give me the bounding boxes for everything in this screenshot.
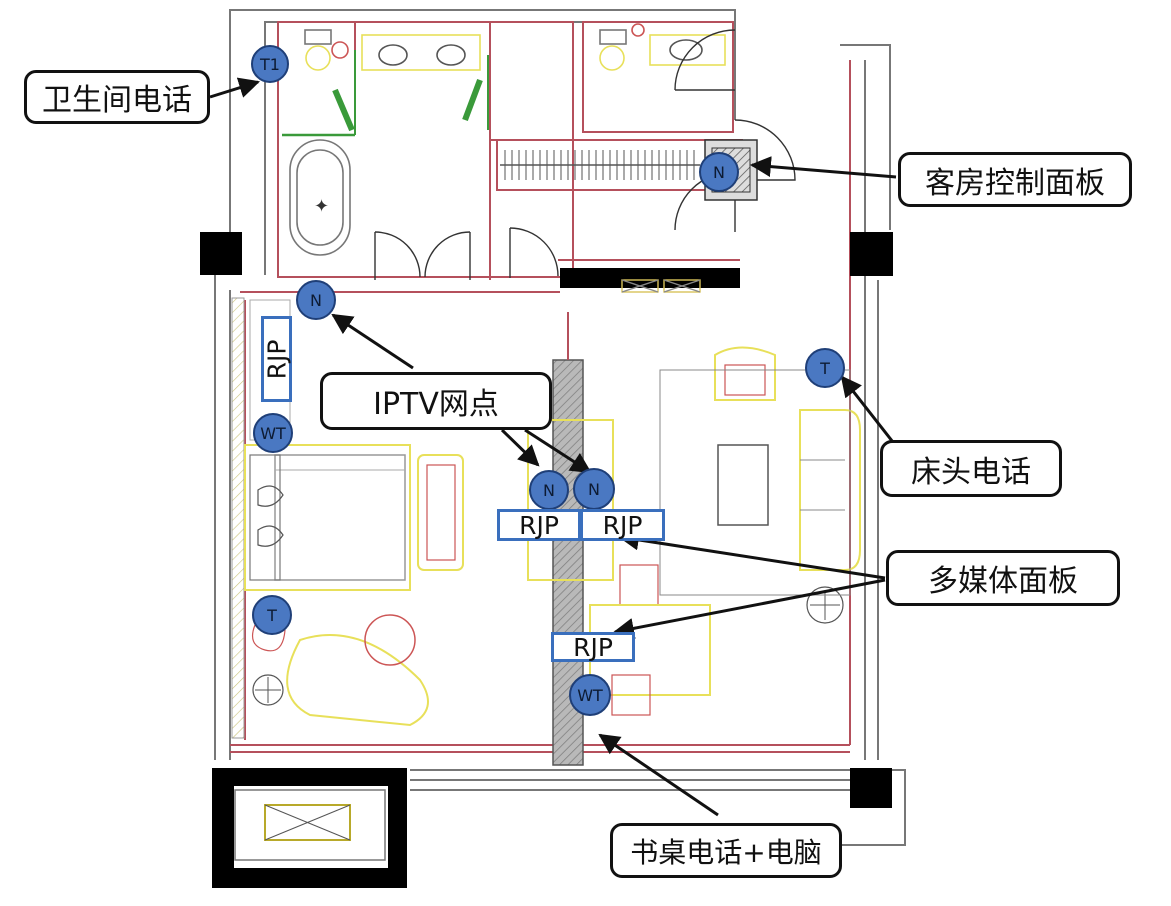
rjp-panel-left-wall: RJP [261,316,292,402]
callout-multimedia-panel: 多媒体面板 [886,550,1120,606]
left-wall-strip [231,297,245,739]
balcony-fixture [234,789,386,861]
rjp-panel-center-left: RJP [497,509,581,541]
marker-bathroom-phone-t1: T1 [251,45,289,83]
rjp-panel-center-right: RJP [580,509,665,541]
marker-iptv-n-center-right: N [573,468,615,510]
wardrobe-rail [500,150,700,180]
callout-bedside-phone: 床头电话 [880,440,1062,497]
callout-iptv-point: IPTV网点 [320,372,552,430]
svg-text:✦: ✦ [314,196,329,217]
rjp-label: RJP [262,339,292,379]
bathroom-fixtures: ✦ [282,23,726,256]
marker-bedside-phone-t-right: T [805,348,845,388]
marker-desk-wt: WT [569,674,611,716]
callout-room-control-panel: 客房控制面板 [898,152,1132,207]
callout-bathroom-phone: 卫生间电话 [24,70,210,124]
marker-iptv-n-center-left: N [529,470,569,510]
marker-iptv-n-left-wall: N [296,280,336,320]
bedroom-furniture [244,299,464,727]
doors [374,29,796,293]
inner-walls [230,21,851,753]
structural-columns [200,232,893,888]
marker-room-control-n: N [699,152,739,192]
marker-bedside-phone-t-left: T [252,595,292,635]
marker-wt-bedroom: WT [253,413,293,453]
living-room-furniture [527,346,861,716]
callout-desk-phone-computer: 书桌电话+电脑 [610,823,842,878]
rjp-panel-desk: RJP [551,632,635,662]
